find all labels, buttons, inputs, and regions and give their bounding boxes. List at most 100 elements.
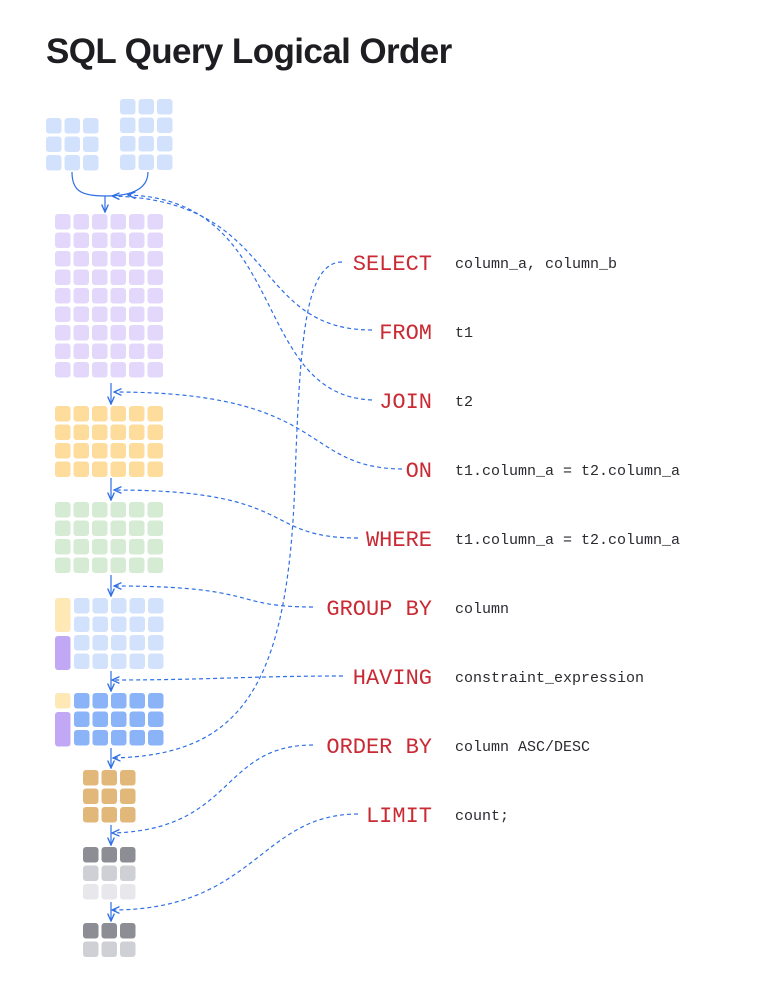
table-cell	[129, 362, 145, 378]
clause-argument: t1.column_a = t2.column_a	[455, 463, 680, 480]
table-cell	[55, 288, 71, 304]
table-cell	[147, 520, 163, 536]
table-cell	[110, 539, 126, 555]
clause-keyword: GROUP BY	[326, 597, 432, 622]
table-cell	[101, 865, 117, 881]
table-cell	[138, 154, 154, 170]
table-cell	[73, 461, 89, 477]
table-cell	[101, 923, 117, 939]
clause-argument: constraint_expression	[455, 670, 644, 687]
table-cell	[101, 770, 117, 786]
table-cell	[55, 406, 71, 422]
table-cell	[129, 343, 145, 359]
table-cell	[129, 616, 145, 632]
table-cell	[55, 214, 71, 230]
table-cell	[129, 502, 145, 518]
clause-row: ON t1.column_a = t2.column_a	[406, 459, 680, 484]
table-cell	[83, 807, 99, 823]
table-cell	[83, 941, 99, 957]
table-cell	[55, 251, 71, 267]
table-cell	[148, 693, 164, 709]
table-cell	[73, 520, 89, 536]
table-cell	[55, 520, 71, 536]
table-cell	[55, 269, 71, 285]
table-cell	[46, 118, 62, 134]
table-cell	[73, 232, 89, 248]
table-cell	[55, 362, 71, 378]
table-cell	[147, 269, 163, 285]
table-t2	[120, 99, 173, 170]
table-cell	[129, 730, 145, 746]
table-cell	[147, 406, 163, 422]
table-cell	[101, 788, 117, 804]
table-cell	[74, 711, 90, 727]
table-cell	[120, 117, 136, 133]
table-cell	[83, 847, 99, 863]
table-cell	[147, 251, 163, 267]
table-cell	[111, 598, 127, 614]
clause-argument: column	[455, 601, 509, 618]
table-cell	[138, 136, 154, 152]
table-cell	[120, 941, 136, 957]
table-cell	[92, 288, 108, 304]
table-cell	[73, 539, 89, 555]
table-cell	[110, 232, 126, 248]
table-cell	[92, 693, 108, 709]
having-marker-b	[55, 712, 71, 747]
table-cell	[110, 461, 126, 477]
clause-keyword: ON	[406, 459, 432, 484]
table-cell	[129, 711, 145, 727]
table-cell	[147, 424, 163, 440]
table-cell	[83, 923, 99, 939]
table-cell	[73, 502, 89, 518]
table-cell	[92, 711, 108, 727]
clause-argument: t1	[455, 325, 473, 342]
table-cell	[129, 306, 145, 322]
table-cell	[92, 251, 108, 267]
table-cell	[110, 288, 126, 304]
table-cell	[129, 232, 145, 248]
table-cell	[129, 443, 145, 459]
having-result	[55, 693, 164, 747]
link-limit	[112, 813, 359, 910]
table-cell	[74, 598, 90, 614]
table-cell	[129, 520, 145, 536]
on-result	[55, 406, 163, 477]
merge-bracket	[71, 171, 149, 197]
table-cell	[92, 269, 108, 285]
table-cell	[92, 406, 108, 422]
table-cell	[92, 362, 108, 378]
table-cell	[111, 616, 127, 632]
table-cell	[73, 406, 89, 422]
table-cell	[110, 251, 126, 267]
table-cell	[74, 730, 90, 746]
clause-keyword: ORDER BY	[326, 735, 432, 760]
table-cell	[157, 136, 173, 152]
link-having	[112, 675, 344, 680]
from-join-result	[55, 214, 163, 378]
table-cell	[120, 788, 136, 804]
table-cell	[148, 653, 164, 669]
table-cell	[110, 443, 126, 459]
clause-keyword: JOIN	[379, 390, 432, 415]
table-cell	[73, 325, 89, 341]
having-marker-a	[55, 693, 71, 709]
limit-input	[83, 847, 136, 900]
table-cell	[92, 306, 108, 322]
table-cell	[92, 520, 108, 536]
table-cell	[46, 136, 62, 152]
group-bar-a	[55, 598, 71, 632]
clause-keyword: FROM	[379, 321, 432, 346]
table-cell	[92, 635, 108, 651]
table-cell	[73, 288, 89, 304]
table-cell	[92, 539, 108, 555]
table-cell	[129, 693, 145, 709]
table-cell	[73, 443, 89, 459]
table-cell	[129, 325, 145, 341]
table-cell	[129, 288, 145, 304]
